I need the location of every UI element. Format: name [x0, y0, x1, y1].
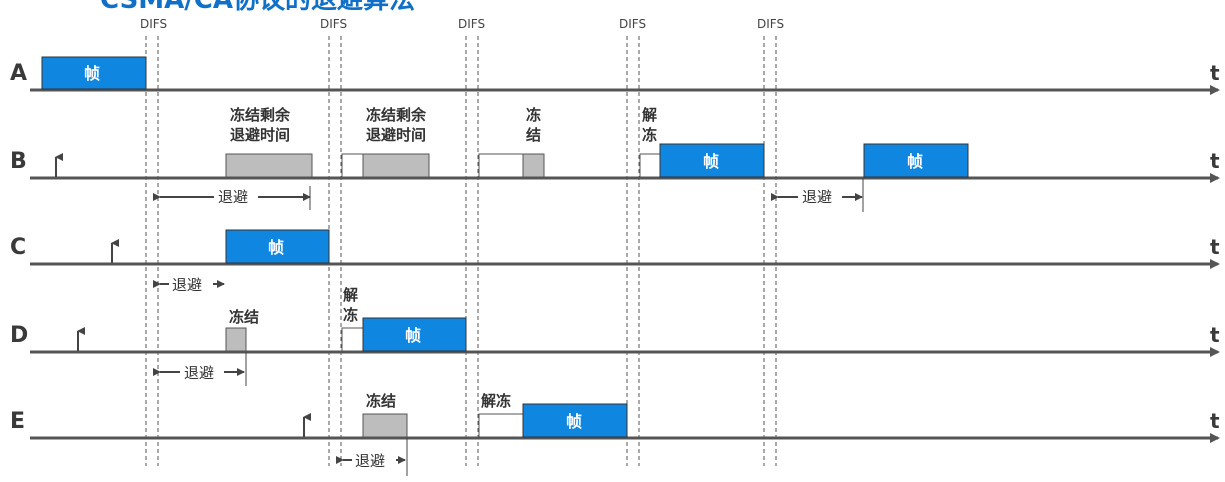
station-label-e: E	[10, 409, 25, 434]
b-freeze-note-1: 冻结剩余退避时间	[230, 106, 291, 144]
b-unfreeze-note: 解冻	[642, 106, 657, 144]
b-freeze-note-3: 冻结	[526, 106, 541, 144]
station-label-c: C	[10, 235, 26, 260]
time-label-a: t	[1210, 61, 1220, 85]
frame-a-label: 帧	[84, 64, 100, 83]
station-label-a: A	[10, 61, 27, 86]
b-backoff-label-2: 退避	[802, 188, 832, 206]
diagram-title: CSMA/CA协议的退避算法	[100, 0, 415, 15]
c-backoff-label-bg	[169, 275, 213, 293]
b-unfreeze-idle	[639, 153, 661, 178]
d-unfreeze-idle	[341, 327, 364, 352]
frame-e-label: 帧	[566, 412, 582, 431]
b-backoff-1	[225, 153, 313, 178]
time-label-e: t	[1210, 409, 1220, 433]
arrival-arrows	[55, 153, 311, 437]
d-backoff-label: 退避	[184, 364, 214, 382]
b-backoff-label-bg-2	[798, 188, 842, 206]
frame-c	[225, 229, 330, 264]
b-freeze-note-2: 冻结剩余退避时间	[366, 106, 427, 144]
frame-d-label: 帧	[405, 326, 421, 345]
b-backoff-label-bg-1	[214, 188, 258, 206]
frame-a	[41, 56, 147, 90]
e-unfreeze-idle	[478, 413, 524, 438]
time-label-b: t	[1210, 149, 1220, 173]
time-label-d: t	[1210, 323, 1220, 347]
timeline-axes	[30, 85, 1220, 443]
e-backoff	[362, 413, 408, 438]
e-unfreeze-note: 解冻	[481, 392, 511, 410]
frame-b-1	[659, 143, 765, 178]
b-backoff-3	[522, 153, 545, 178]
e-freeze-note: 冻结	[366, 392, 396, 410]
difs-label-4: DIFS	[619, 17, 646, 31]
difs-label-1: DIFS	[140, 17, 167, 31]
difs-label-2: DIFS	[320, 17, 347, 31]
frame-e	[522, 403, 628, 438]
d-backoff-label-bg	[180, 363, 224, 381]
difs-guides	[145, 36, 777, 466]
d-backoff	[225, 327, 247, 352]
b-difs-idle-1	[341, 153, 364, 178]
e-backoff-label: 退避	[355, 452, 385, 470]
frame-c-label: 帧	[268, 238, 284, 257]
difs-label-3: DIFS	[458, 17, 485, 31]
station-label-b: B	[10, 149, 27, 174]
frame-b-1-label: 帧	[703, 152, 719, 171]
time-label-c: t	[1210, 235, 1220, 259]
b-difs-idle-2	[478, 153, 524, 178]
b-backoff-label-1: 退避	[218, 188, 248, 206]
d-freeze-note: 冻结	[229, 308, 259, 326]
c-backoff-label: 退避	[172, 276, 202, 294]
frame-b-2	[863, 143, 969, 178]
frame-b-2-label: 帧	[907, 152, 923, 171]
e-backoff-label-bg	[352, 451, 396, 469]
d-unfreeze-note: 解冻	[343, 286, 358, 324]
b-backoff-2	[362, 153, 430, 178]
station-label-d: D	[10, 323, 28, 348]
difs-label-5: DIFS	[757, 17, 784, 31]
frame-d	[362, 317, 467, 352]
